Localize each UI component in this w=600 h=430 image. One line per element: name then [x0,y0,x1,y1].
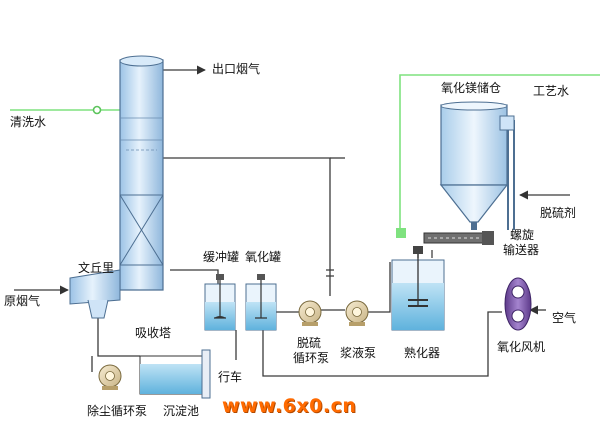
dust-circulation-pump [98,364,122,390]
raw-flue-gas-label: 原烟气 [4,294,41,308]
desulf-circulation-pump [298,300,322,326]
magnesium-oxide-silo [439,101,509,230]
mgo-silo-label: 氧化镁储仓 [441,81,502,95]
process-water-label: 工艺水 [533,84,570,98]
venturi-label: 文丘里 [78,261,115,275]
oxidation-tank [245,274,277,331]
settling-tank-label: 沉淀池 [163,404,200,418]
venturi-scrubber [69,269,121,319]
slurry-pump [345,300,369,326]
desulfurizer-label: 脱硫剂 [540,206,577,220]
buffer-tank [204,274,236,331]
absorption-tower-label: 吸收塔 [135,326,172,340]
absorption-tower [119,55,164,291]
desulf-pump-label-2: 循环泵 [293,351,330,365]
buffer-tank-label: 缓冲罐 [203,250,240,264]
oxidation-fan-label: 氧化风机 [497,340,546,354]
tower-to-buffer-pipe [170,269,219,284]
screw-conveyor [423,231,494,245]
wash-water-label: 清洗水 [10,115,47,129]
watermark: www.6x0.cn [222,395,357,417]
venturi-drain-pipe [97,300,140,357]
air-label: 空气 [552,311,577,325]
slaker-vessel [391,246,445,331]
slurry-pump-label: 浆液泵 [340,346,377,360]
process-water-pipe [399,74,600,230]
screw-conveyor-label-1: 螺旋 [510,228,535,242]
bucket-elevator [499,115,515,230]
desulf-pump-label-1: 脱硫 [297,336,322,350]
oxidation-tank-label: 氧化罐 [245,250,282,264]
valve-icon [326,269,334,277]
bottom-return-pipe [262,311,502,377]
settling-tank [139,349,211,399]
outlet-flue-gas-label: 出口烟气 [212,62,261,76]
crane-label: 行车 [218,370,243,384]
water-lines [10,74,600,238]
oxidation-fan [504,277,532,331]
screw-conveyor-label-2: 输送器 [503,243,540,257]
dust-pump-label: 除尘循环泵 [87,404,148,418]
slaker-label: 熟化器 [404,346,441,360]
